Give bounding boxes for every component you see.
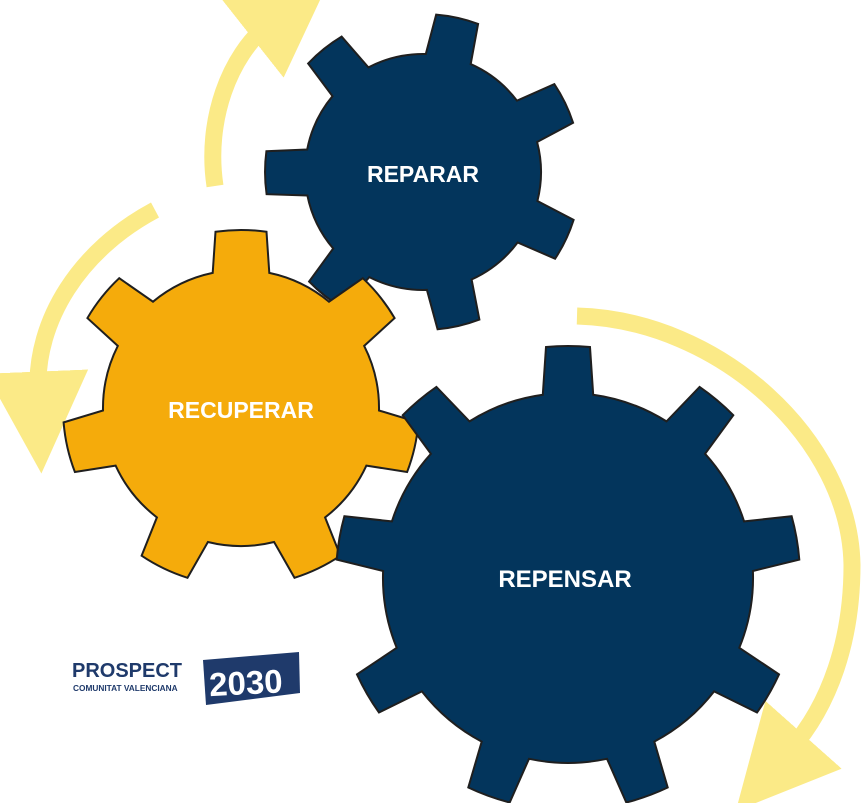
prospect-2030-logo: PROSPECT COMUNITAT VALENCIANA 2030 <box>72 652 300 705</box>
gear-reparar: REPARAR <box>264 13 575 331</box>
cycle-arrow-right <box>576 307 861 803</box>
logo-name: PROSPECT <box>72 660 182 682</box>
gear-repensar: REPENSAR <box>335 344 801 803</box>
logo-year-background <box>203 652 300 705</box>
cycle-arrow-top <box>204 0 333 188</box>
logo-year: 2030 <box>208 662 283 703</box>
gear-reparar-label: REPARAR <box>367 161 479 187</box>
gear-repensar-label: REPENSAR <box>498 566 631 593</box>
gear-recuperar: RECUPERAR <box>62 229 420 579</box>
gear-recuperar-shape <box>62 229 420 579</box>
gear-recuperar-label: RECUPERAR <box>168 397 314 423</box>
gear-reparar-shape <box>264 13 575 331</box>
cycle-arrow-left <box>0 202 160 474</box>
gear-repensar-shape <box>335 344 801 803</box>
logo-subtitle: COMUNITAT VALENCIANA <box>73 683 178 693</box>
